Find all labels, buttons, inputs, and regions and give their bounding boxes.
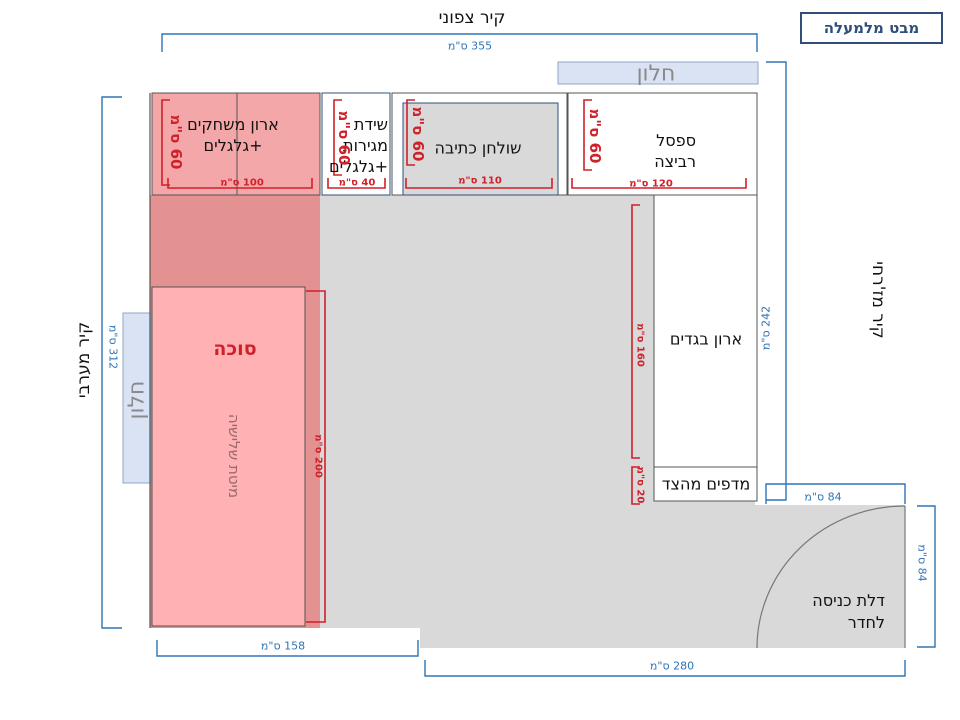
toy-cabinet-label: ארון משחקים +גלגלים bbox=[187, 115, 279, 155]
desk-width: 110 ס"מ bbox=[458, 175, 502, 187]
toy-cabinet bbox=[151, 92, 321, 196]
door-swing-arc bbox=[756, 505, 906, 649]
north-window-label: חלון bbox=[636, 61, 676, 87]
shelves-length: 20 ס"מ bbox=[634, 466, 646, 504]
bottom-right-dim: 280 ס"מ bbox=[649, 659, 695, 673]
loft-sublabel: מיטת שלישיה bbox=[225, 413, 243, 499]
west-window-label: חלון bbox=[124, 380, 150, 420]
floor-notch bbox=[320, 628, 420, 648]
drawers-label: שידת מגירות +גלגלים bbox=[329, 115, 388, 176]
view-badge: מבט מלמעלה bbox=[800, 12, 943, 44]
loft-bed bbox=[151, 286, 306, 627]
bench bbox=[567, 92, 758, 196]
toy-cabinet-depth: 60 ס"מ bbox=[167, 114, 185, 170]
door-label: דלת כניסה לחדר bbox=[812, 591, 885, 632]
drawers-width: 40 ס"מ bbox=[338, 177, 376, 189]
desk bbox=[402, 102, 559, 196]
east-wall-dim: 242 ס"מ bbox=[759, 305, 773, 351]
desk-depth: 60 ס"מ bbox=[409, 106, 427, 162]
north-window bbox=[557, 61, 759, 85]
closet bbox=[653, 194, 758, 468]
bench-depth: 60 ס"מ bbox=[586, 108, 604, 164]
bench-width: 120 ס"מ bbox=[629, 178, 673, 190]
bench-label: ספסל רביצה bbox=[654, 131, 696, 171]
north-wall-label: קיר צפוני bbox=[438, 8, 506, 28]
west-window bbox=[122, 312, 152, 484]
door-width-dim: 84 ס"מ bbox=[804, 490, 842, 504]
bottom-left-dim: 158 ס"מ bbox=[260, 639, 306, 653]
west-wall-dim: 312 ס"מ bbox=[106, 324, 120, 370]
side-shelves bbox=[653, 466, 758, 502]
shelves-label: מדפים מהצד bbox=[661, 474, 751, 494]
desk-label: שולחן כתיבה bbox=[434, 138, 522, 158]
room-cutout bbox=[755, 195, 905, 505]
loft-length: 200 ס"מ bbox=[312, 434, 324, 478]
door-depth-dim: 84 ס"מ bbox=[915, 544, 929, 582]
loft-label: סוכה bbox=[213, 338, 257, 360]
closet-label: ארון בגדים bbox=[669, 329, 743, 349]
east-wall-label: קיר מז'רחי bbox=[868, 261, 888, 339]
toy-cabinet-width: 100 ס"מ bbox=[220, 177, 264, 189]
closet-length: 160 ס"מ bbox=[634, 323, 646, 367]
north-wall-dim: 355 ס"מ bbox=[447, 39, 493, 53]
west-wall-label: קיר מערבי bbox=[74, 321, 94, 399]
drawers-depth: 60 ס"מ bbox=[335, 110, 353, 166]
